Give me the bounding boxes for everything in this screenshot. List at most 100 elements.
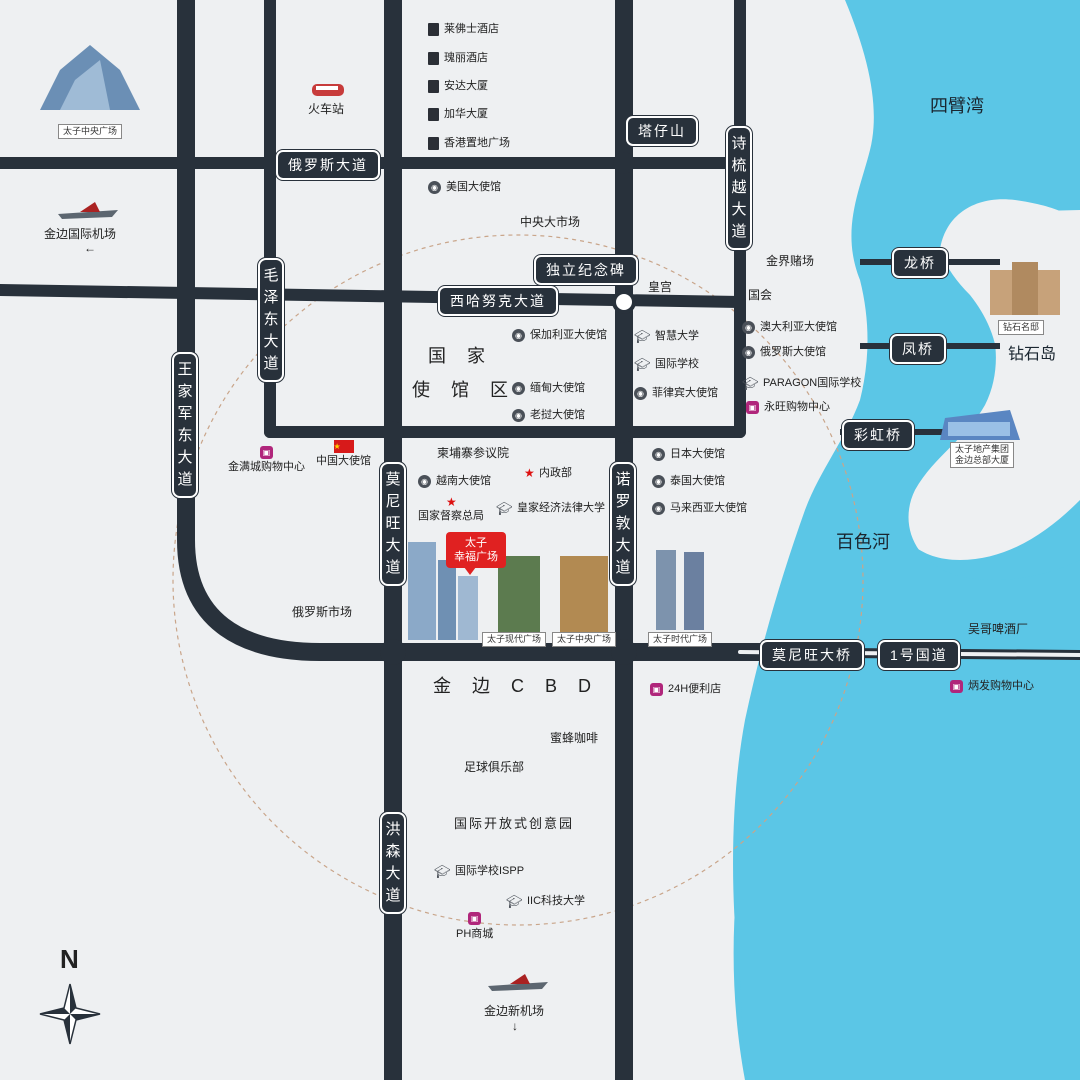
poi-thailand: ◉泰国大使馆 xyxy=(652,474,725,488)
poi-royal-palace: 皇宫 xyxy=(648,280,673,294)
norodom-blvd-label: 诺罗敦大道 xyxy=(610,462,636,586)
caption-prince-time: 太子时代广场 xyxy=(648,632,713,647)
caption-prince-central-top: 太子中央广场 xyxy=(58,124,123,139)
new-airport-plane-icon xyxy=(488,974,548,991)
poi-naga: 金界赌场 xyxy=(766,254,815,268)
national-road-1-label: 1号国道 xyxy=(878,640,960,670)
wat-phnom-label: 塔仔山 xyxy=(626,116,698,146)
building-icon xyxy=(428,107,439,121)
poi-law-univ: 🎓︎皇家经济法律大学 xyxy=(496,500,605,516)
graduation-cap-icon: 🎓︎ xyxy=(434,863,451,879)
poi-philippines: ◉菲律宾大使馆 xyxy=(634,386,718,400)
independence-monument-label: 独立纪念碑 xyxy=(534,255,638,285)
embassy-icon: ◉ xyxy=(512,328,525,342)
airport-arrow: ← xyxy=(84,241,96,255)
embassy-zone-line2: 使 馆 区 xyxy=(412,380,517,400)
graduation-cap-icon: 🎓︎ xyxy=(634,356,651,372)
embassy-zone-line1: 国 家 xyxy=(428,346,494,366)
project-towers xyxy=(408,542,704,640)
embassy-icon: ◉ xyxy=(742,320,755,334)
diamond-island-label: 钻石岛 xyxy=(1008,346,1057,363)
airport-plane-icon xyxy=(58,202,118,219)
poi-myanmar: ◉缅甸大使馆 xyxy=(512,381,585,395)
caption-prince-hq: 太子地产集团金边总部大厦 xyxy=(950,442,1015,468)
star-icon: ★ xyxy=(524,465,535,480)
new-airport-arrow: ↓ xyxy=(512,1019,518,1033)
poi-parliament: 国会 xyxy=(748,288,773,302)
building-icon xyxy=(428,79,439,93)
graduation-cap-icon: 🎓︎ xyxy=(634,328,651,344)
bassac-river-label: 百色河 xyxy=(836,532,890,552)
prince-hq-illustration xyxy=(940,410,1020,440)
poi-russian-market: 俄罗斯市场 xyxy=(292,605,353,619)
poi-golden-mall: ▣金满城购物中心 xyxy=(228,446,305,473)
russia-blvd-label: 俄罗斯大道 xyxy=(276,150,380,180)
poi-raffles: 莱佛士酒店 xyxy=(428,22,499,36)
radius-circle xyxy=(172,234,864,926)
compass-north: N xyxy=(60,944,79,974)
poi-interior: ★内政部 xyxy=(524,465,572,480)
poi-aeon: ▣永旺购物中心 xyxy=(746,400,830,414)
poi-bingfa: ▣炳发购物中心 xyxy=(950,679,1034,693)
poi-football: 足球俱乐部 xyxy=(464,760,525,774)
caption-diamond-mansion: 钻石名邸 xyxy=(998,320,1045,335)
dragon-bridge-label: 龙桥 xyxy=(892,248,948,278)
prince-central-top-illustration xyxy=(40,45,140,110)
poi-airport: 金边国际机场 xyxy=(44,227,117,241)
compass-rose xyxy=(39,983,101,1045)
shopping-icon: ▣ xyxy=(746,400,759,414)
project-tag[interactable]: 太子幸福广场 xyxy=(446,532,506,575)
river-main xyxy=(733,0,1080,1080)
poi-beer: 吴哥啤酒厂 xyxy=(968,622,1029,636)
monivong-blvd-label: 莫尼旺大道 xyxy=(380,462,406,586)
poi-ph-mall: ▣PH商城 xyxy=(456,912,494,940)
diamond-mansion-illustration xyxy=(990,262,1060,315)
caption-prince-modern: 太子现代广场 xyxy=(482,632,547,647)
rainbow-bridge-label: 彩虹桥 xyxy=(842,420,914,450)
phoenix-bridge-label: 凤桥 xyxy=(890,334,946,364)
poi-malaysia: ◉马来西亚大使馆 xyxy=(652,501,747,515)
caption-prince-central: 太子中央广场 xyxy=(552,632,617,647)
building-icon xyxy=(428,51,439,65)
independence-monument-marker xyxy=(612,290,636,314)
four-arms-label: 四臂湾 xyxy=(930,96,984,116)
poi-police: ★国家督察总局 xyxy=(418,495,484,523)
graduation-cap-icon: 🎓︎ xyxy=(506,893,523,909)
poi-rose: 瑰丽酒店 xyxy=(428,51,488,65)
poi-bee-coffee: 蜜蜂咖啡 xyxy=(550,731,599,745)
china-flag-icon: ★ xyxy=(333,440,354,453)
poi-japan: ◉日本大使馆 xyxy=(652,447,725,461)
poi-russia-embassy: ◉俄罗斯大使馆 xyxy=(742,345,826,359)
sihanouk-blvd-label: 西哈努克大道 xyxy=(438,286,558,316)
mao-blvd-label: 毛泽东大道 xyxy=(258,258,284,382)
embassy-icon: ◉ xyxy=(512,381,525,395)
cbd-label: 金 边 C B D xyxy=(433,676,600,696)
poi-canadia: 加华大厦 xyxy=(428,107,488,121)
poi-vietnam: ◉越南大使馆 xyxy=(418,474,491,488)
poi-china-embassy: ★中国大使馆 xyxy=(316,440,371,467)
embassy-icon: ◉ xyxy=(652,447,665,461)
embassy-icon: ◉ xyxy=(418,474,431,488)
embassy-icon: ◉ xyxy=(512,408,525,422)
shopping-icon: ▣ xyxy=(468,912,482,925)
poi-24h: ▣24H便利店 xyxy=(650,682,721,696)
poi-iic: 🎓︎IIC科技大学 xyxy=(506,893,586,909)
poi-anda: 安达大厦 xyxy=(428,79,488,93)
train-icon xyxy=(312,84,344,96)
embassy-icon: ◉ xyxy=(652,474,665,488)
poi-senate: 柬埔寨参议院 xyxy=(437,446,510,460)
poi-bulgaria: ◉保加利亚大使馆 xyxy=(512,328,607,342)
poi-train-station: 火车站 xyxy=(308,102,345,116)
sothearos-blvd-label: 诗梳越大道 xyxy=(726,126,752,250)
poi-creative-park: 国际开放式创意园 xyxy=(454,816,575,831)
poi-intl-school: 🎓︎国际学校 xyxy=(634,356,699,372)
poi-hkland: 香港置地广场 xyxy=(428,136,510,150)
poi-us-embassy: ◉美国大使馆 xyxy=(428,180,501,194)
embassy-icon: ◉ xyxy=(634,386,647,400)
building-icon xyxy=(428,22,439,36)
poi-central-market: 中央大市场 xyxy=(520,215,581,229)
building-icon xyxy=(428,136,439,150)
embassy-icon: ◉ xyxy=(428,180,441,194)
embassy-icon: ◉ xyxy=(652,501,665,515)
